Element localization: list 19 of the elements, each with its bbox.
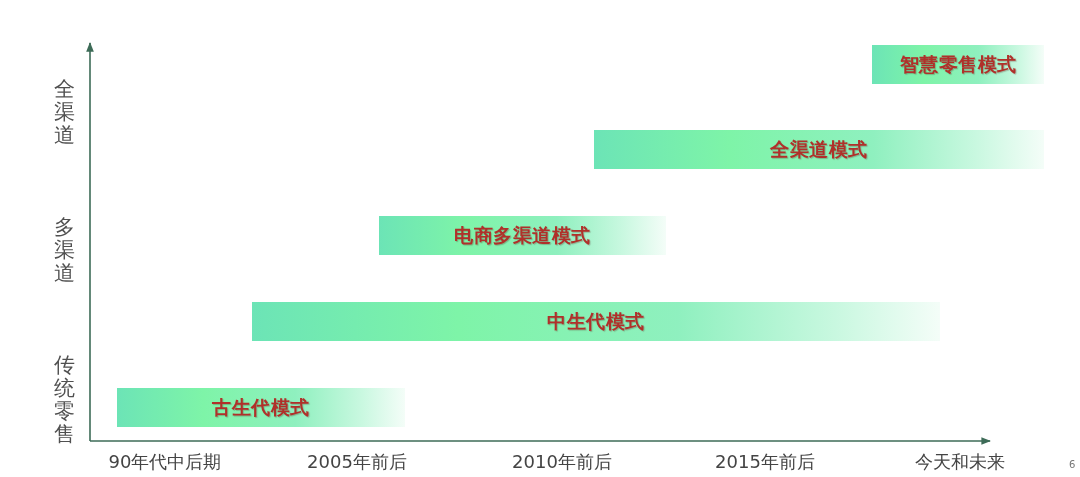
axis-label: 全渠道: [54, 78, 75, 148]
axis-label: 今天和未来: [915, 450, 1005, 474]
axis-label: 90年代中后期: [108, 450, 222, 474]
bar-label: 全渠道模式: [770, 136, 868, 162]
bar-label: 智慧零售模式: [899, 51, 1017, 77]
bar-label: 中生代模式: [547, 308, 645, 334]
timeline-bar: [117, 388, 405, 427]
timeline-bar: [872, 45, 1044, 84]
axis-label: 2010年前后: [512, 450, 612, 474]
axis-label: 2005年前后: [307, 450, 407, 474]
timeline-bar: [252, 302, 940, 341]
axis-label: 2015年前后: [715, 450, 815, 474]
bar-label: 古生代模式: [212, 394, 310, 420]
axis-label: 多渠道: [54, 216, 75, 286]
timeline-bar: [379, 216, 666, 255]
timeline-bar: [594, 130, 1044, 169]
page-number: 6: [1069, 459, 1076, 470]
axis-label: 传统零售: [54, 354, 75, 447]
bar-label: 电商多渠道模式: [454, 222, 591, 248]
